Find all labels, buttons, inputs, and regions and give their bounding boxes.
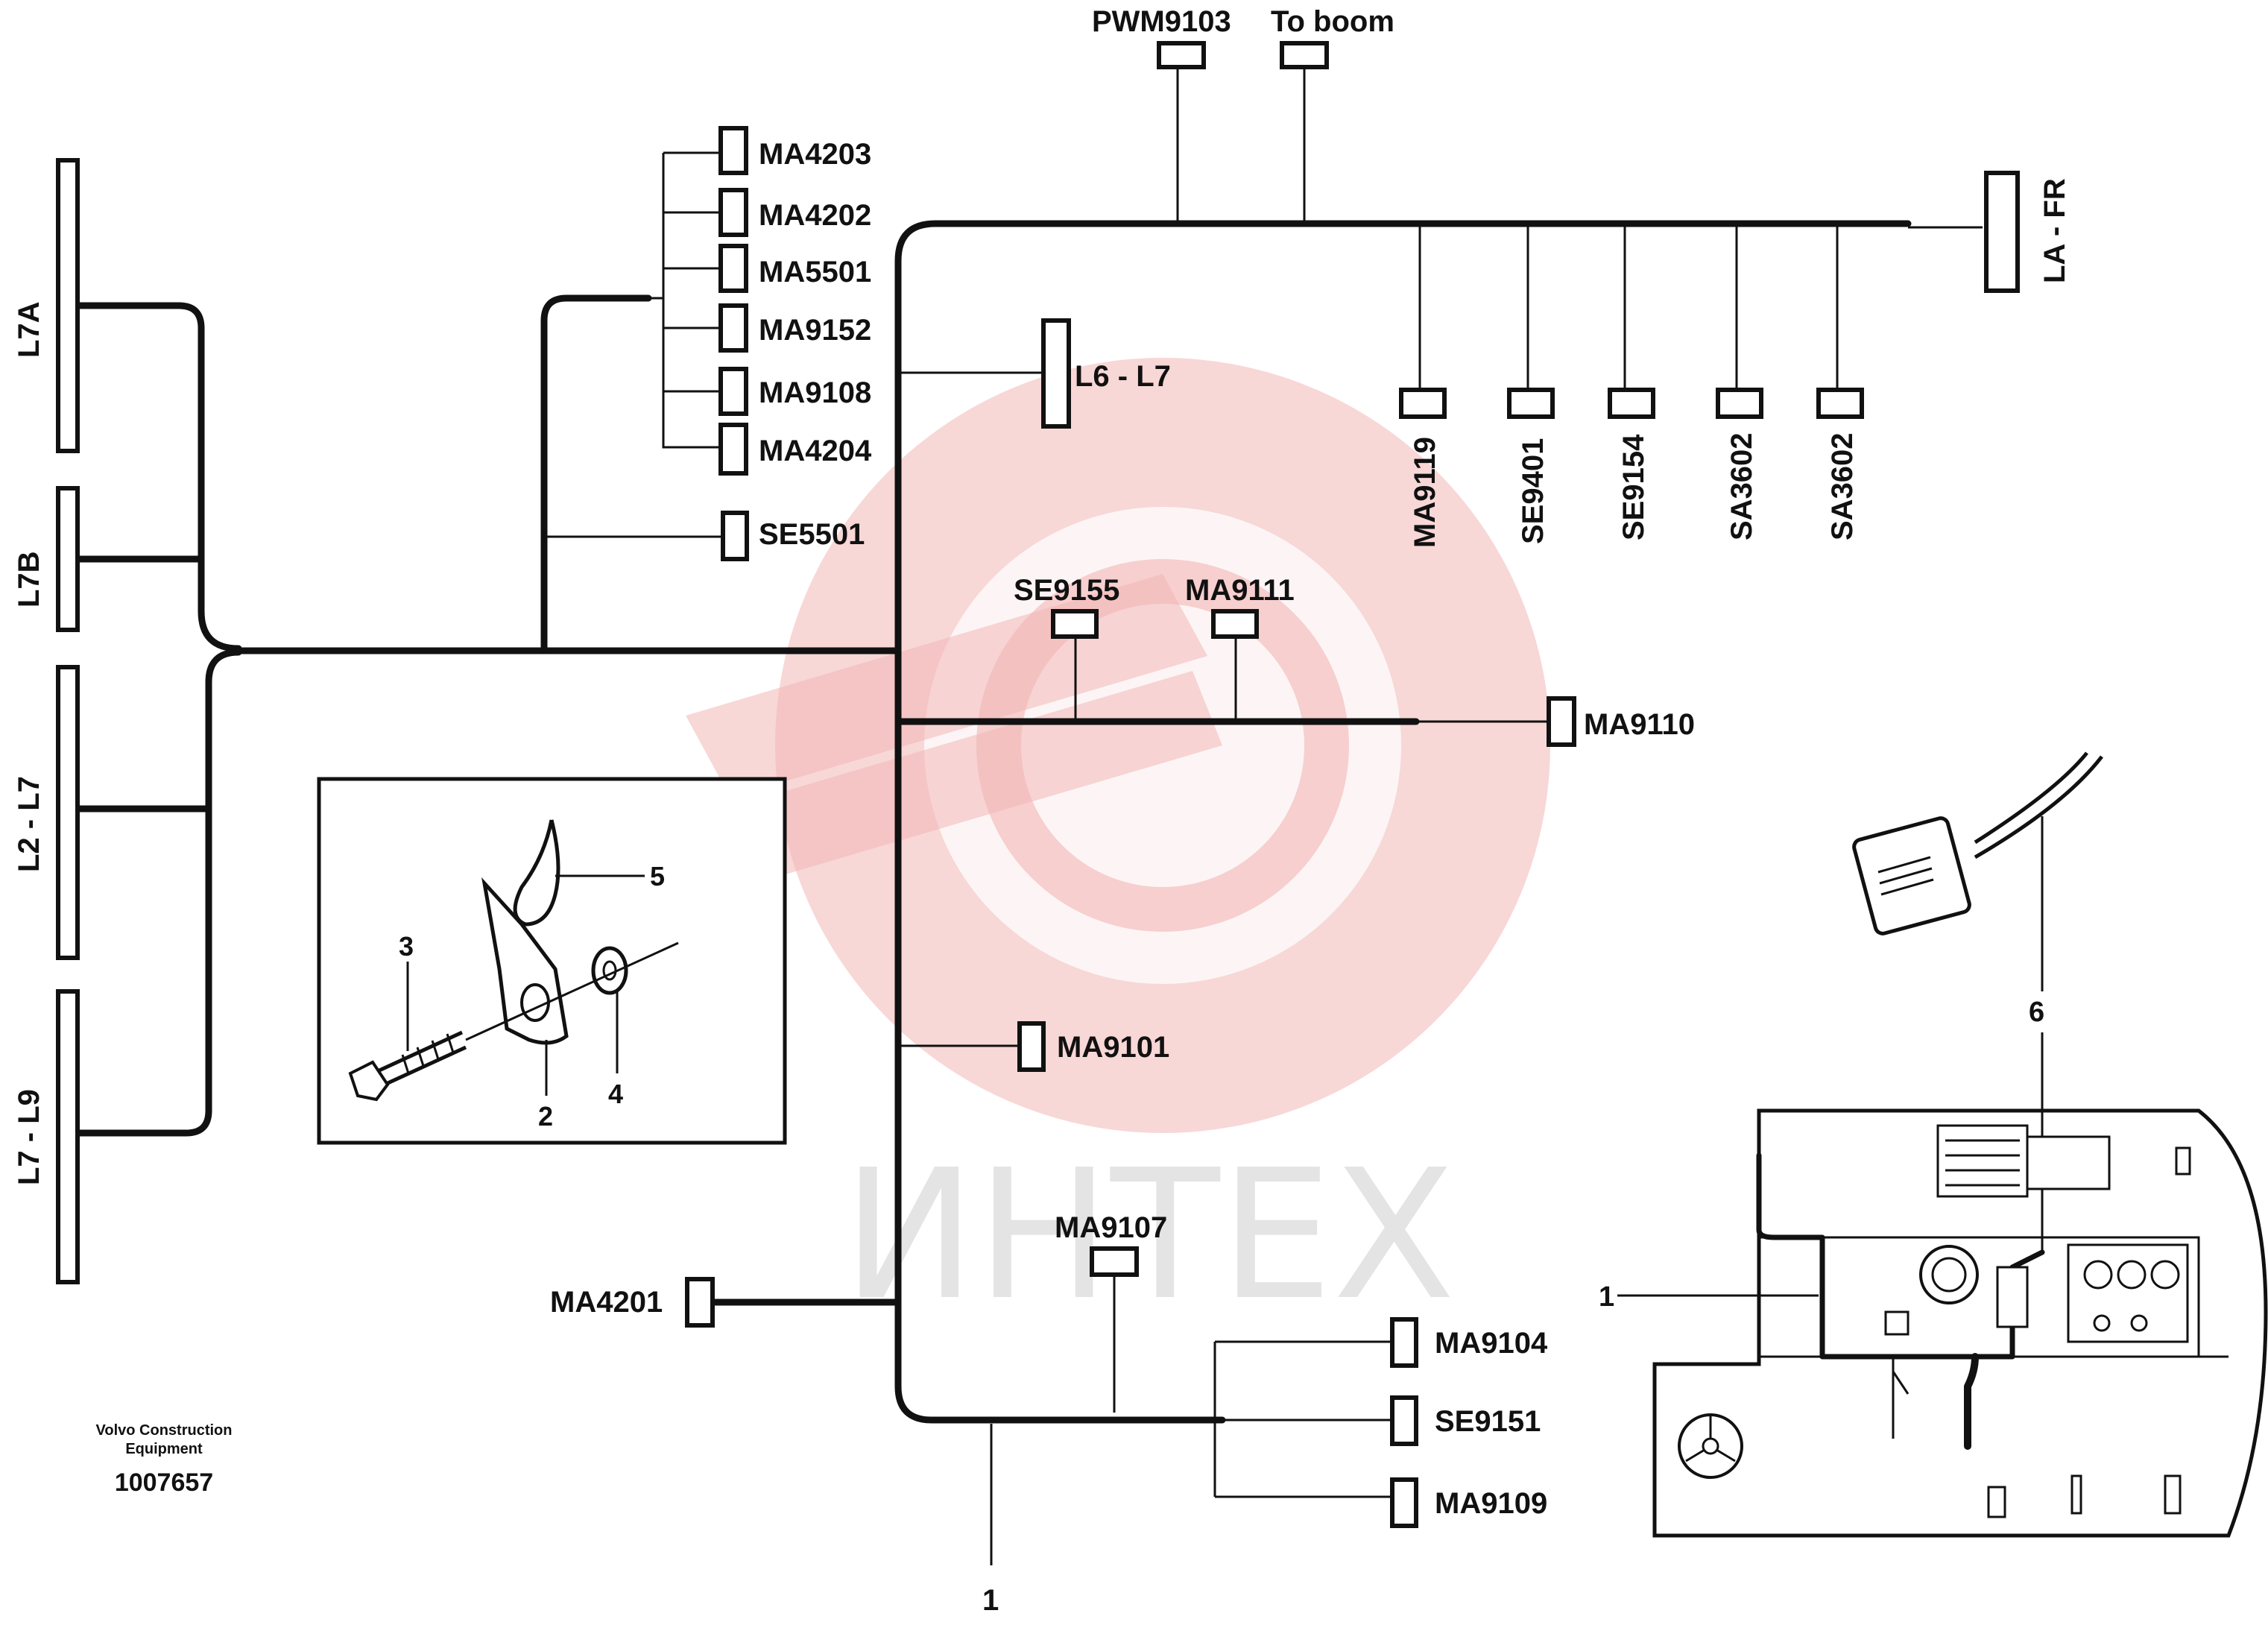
label-ma9101: MA9101 xyxy=(1057,1031,1169,1064)
callout-1-bottom: 1 xyxy=(982,1584,999,1617)
label-se9401: SE9401 xyxy=(1517,438,1550,544)
connector-icon xyxy=(1852,816,1971,935)
connector-l2-l7 xyxy=(56,665,80,960)
main-harness xyxy=(74,220,1912,1424)
connector-ma5501 xyxy=(718,244,748,293)
connector-ma9104 xyxy=(1390,1317,1418,1368)
connector-pwm9103 xyxy=(1157,41,1206,69)
callout-1-side: 1 xyxy=(1599,1281,1614,1313)
label-ma9104: MA9104 xyxy=(1435,1327,1548,1360)
label-ma9108: MA9108 xyxy=(759,376,871,409)
label-ma5501: MA5501 xyxy=(759,256,871,288)
label-se9151: SE9151 xyxy=(1435,1405,1541,1438)
connector-ma9119 xyxy=(1399,388,1447,419)
connector-se9155 xyxy=(1051,609,1099,639)
label-se5501: SE5501 xyxy=(759,518,865,551)
connector-ma4204 xyxy=(718,423,748,476)
connector-se9154 xyxy=(1608,388,1655,419)
label-ma4204: MA4204 xyxy=(759,435,872,467)
connector-ma9111 xyxy=(1211,609,1259,639)
label-sa3602-a: SA3602 xyxy=(1725,432,1758,540)
label-se9154: SE9154 xyxy=(1617,434,1650,540)
label-la-fr: LA - FR xyxy=(2038,178,2071,283)
connector-ma9109 xyxy=(1390,1477,1418,1528)
detail-label-3: 3 xyxy=(399,931,414,962)
connector-se9151 xyxy=(1390,1395,1418,1446)
label-ma4201: MA4201 xyxy=(550,1286,663,1319)
detail-label-4: 4 xyxy=(608,1079,623,1109)
label-to-boom: To boom xyxy=(1271,5,1394,38)
footer-company-line1: Volvo Construction xyxy=(96,1422,233,1439)
connector-ma9110 xyxy=(1547,696,1576,747)
connector-la-fr xyxy=(1984,171,2020,293)
label-l6-l7: L6 - L7 xyxy=(1075,360,1171,393)
connector-sa3602-b xyxy=(1816,388,1864,419)
connector-se9401 xyxy=(1507,388,1555,419)
detail-inset: 3 2 4 5 xyxy=(317,777,787,1145)
label-l7-l9: L7 - L9 xyxy=(13,1089,45,1185)
connector-l6-l7 xyxy=(1041,318,1071,429)
label-ma9119: MA9119 xyxy=(1409,437,1441,548)
label-ma4202: MA4202 xyxy=(759,199,871,232)
detail-label-5: 5 xyxy=(650,861,665,892)
watermark-text: ИНТЕХ xyxy=(842,1131,1456,1340)
connector-l7a xyxy=(56,158,80,453)
callout-6: 6 xyxy=(2029,997,2044,1028)
drawing-number: 1007657 xyxy=(115,1468,213,1497)
connector-ma9152 xyxy=(718,303,748,353)
label-sa3602-b: SA3602 xyxy=(1826,432,1859,540)
label-ma9152: MA9152 xyxy=(759,314,871,347)
label-se9155: SE9155 xyxy=(1014,574,1119,607)
branch-wires xyxy=(544,67,1983,1565)
label-l7b: L7B xyxy=(13,551,45,608)
connector-l7-l9 xyxy=(56,989,80,1284)
detail-label-2: 2 xyxy=(538,1101,553,1132)
footer-company-line2: Equipment xyxy=(125,1441,203,1457)
connector-l7b xyxy=(56,486,80,632)
connector-ma9108 xyxy=(718,367,748,416)
connector-sa3602-a xyxy=(1716,388,1763,419)
label-ma9109: MA9109 xyxy=(1435,1487,1547,1520)
footer: Volvo Construction Equipment 1007657 xyxy=(96,1422,233,1497)
connector-ma4202 xyxy=(718,188,748,237)
label-l2-l7: L2 - L7 xyxy=(13,776,45,872)
label-pwm9103: PWM9103 xyxy=(1092,5,1231,38)
label-ma9107: MA9107 xyxy=(1055,1211,1167,1244)
labels: PWM9103 To boom MA4203 MA4202 MA5501 MA9… xyxy=(13,5,2071,1617)
label-ma9110: MA9110 xyxy=(1584,708,1695,741)
connector-ma9101 xyxy=(1017,1021,1046,1072)
connector-ma4203 xyxy=(718,126,748,175)
connectors xyxy=(56,41,2020,1528)
connector-to-boom xyxy=(1280,41,1329,69)
connector-se5501 xyxy=(721,511,749,561)
connector-ma4201 xyxy=(685,1277,715,1328)
connector-ma9107 xyxy=(1090,1246,1139,1277)
label-ma4203: MA4203 xyxy=(759,138,871,171)
label-ma9111: MA9111 xyxy=(1185,574,1295,607)
label-l7a: L7A xyxy=(13,301,45,358)
location-view: 6 1 xyxy=(1599,751,2268,1538)
